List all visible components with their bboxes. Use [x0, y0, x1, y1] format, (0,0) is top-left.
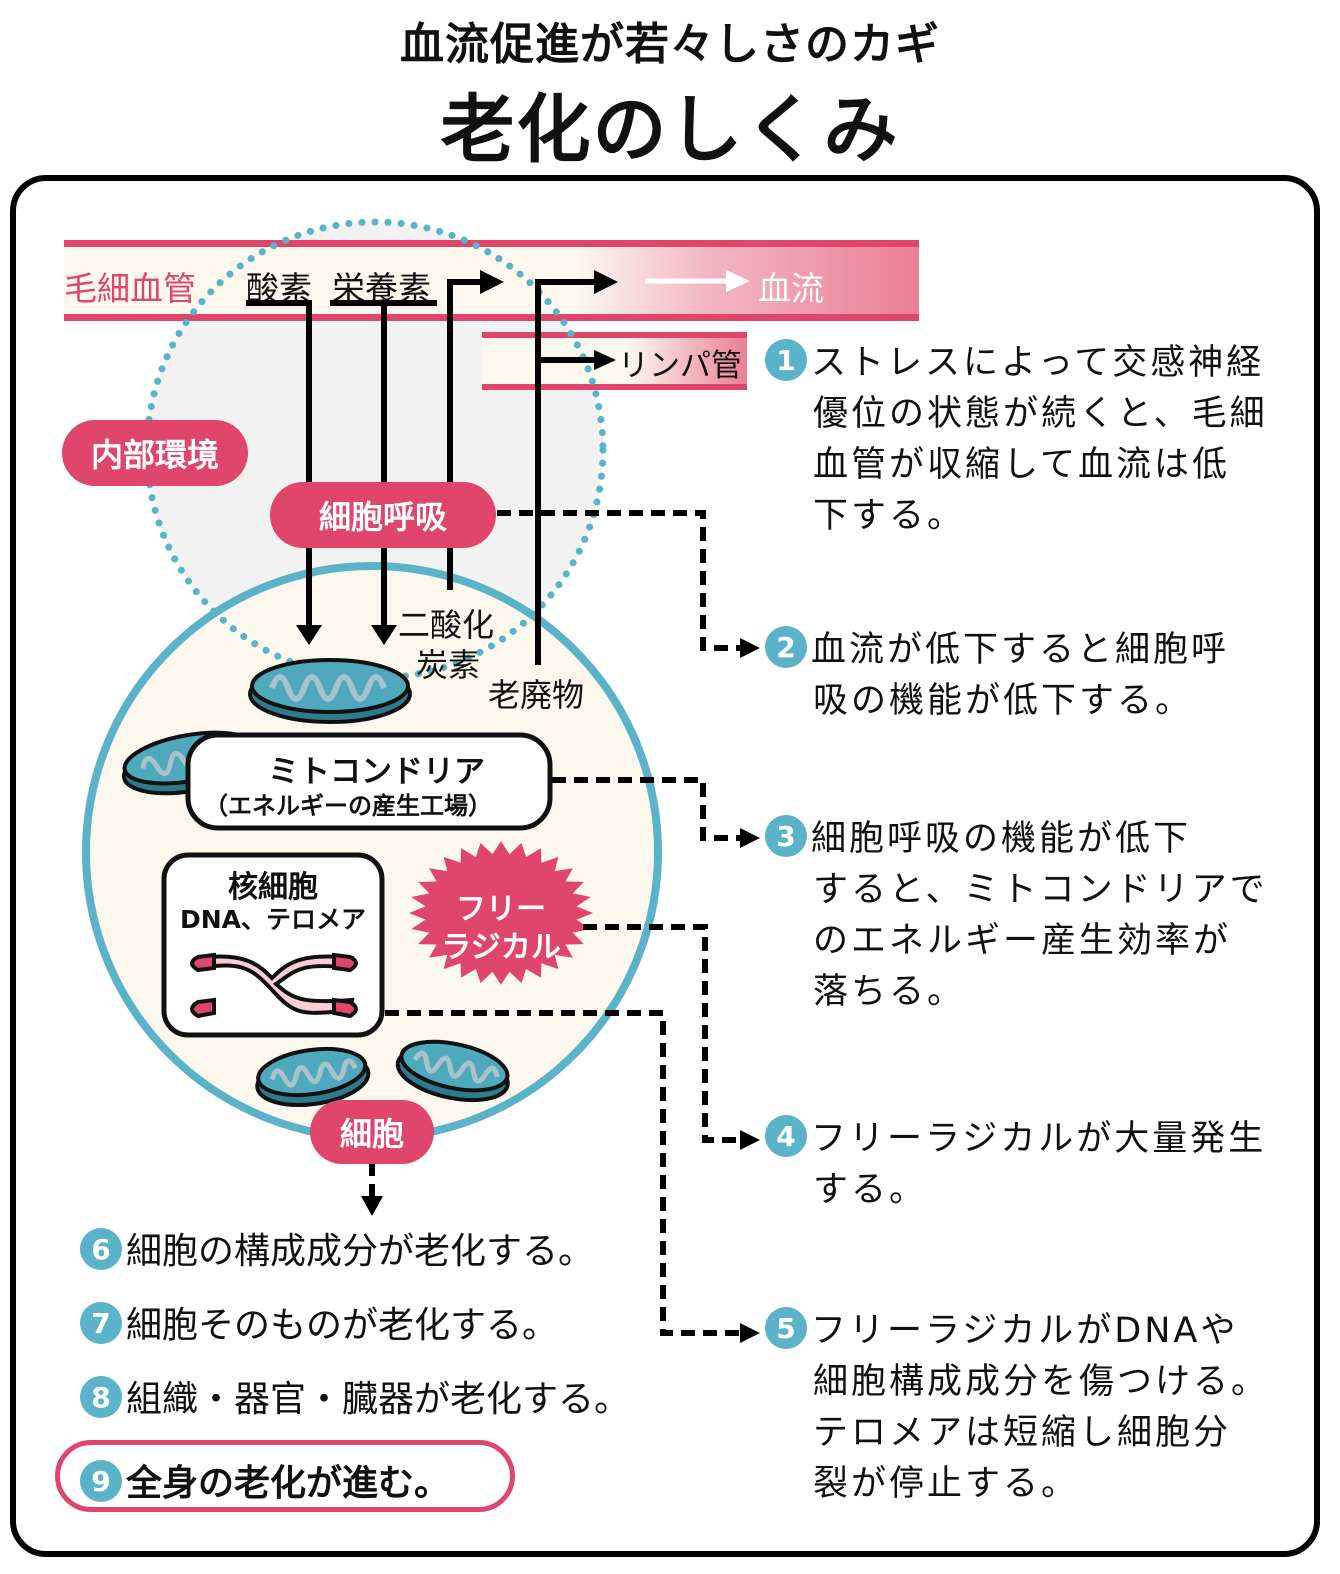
step-number-badge: 5 — [765, 1307, 807, 1349]
step-line: ストレスによって交感神経 — [811, 343, 1265, 383]
page-title: 老化のしくみ — [440, 87, 900, 173]
outcome-number-badge: 6 — [80, 1228, 122, 1270]
chromosome-icon — [196, 954, 355, 1015]
step-line: フリーラジカルがDNAや — [811, 1311, 1239, 1351]
input-arrows — [246, 300, 437, 628]
nucleus-box — [161, 852, 385, 1038]
step-line: 血管が収縮して血流は低 — [813, 445, 1230, 485]
co2-label-line1: 二酸化 — [398, 606, 495, 644]
cell-membrane — [82, 562, 662, 1142]
arrowhead-to-5-icon — [740, 1323, 760, 1343]
mitochondria-sublabel: （エネルギーの産生工場） — [204, 792, 492, 820]
outcome-text: 全身の老化が進む。 — [126, 1463, 451, 1504]
step-number-badge: 3 — [765, 815, 807, 857]
mitochondria-label-box — [185, 732, 553, 831]
step-line: すると、ミトコンドリアで — [813, 870, 1268, 910]
step-line: 血流が低下すると細胞呼 — [811, 630, 1230, 670]
co2-label-line2: 炭素 — [416, 646, 481, 684]
connector-radical-to-4 — [583, 924, 742, 1143]
outcome-number-badge: 9 — [80, 1460, 122, 1502]
outcome-text: 組織・器官・臓器が老化する。 — [126, 1379, 631, 1420]
outcome-text: 細胞そのものが老化する。 — [126, 1305, 559, 1346]
subtitle: 血流促進が若々しさのカギ — [400, 19, 940, 70]
nucleus-sublabel: DNA、テロメア — [179, 905, 367, 934]
waste-arrow — [535, 279, 596, 665]
mitochondrion-icon — [248, 658, 412, 724]
step-number-badge: 2 — [765, 626, 807, 668]
connector-respiration-to-2 — [497, 510, 742, 651]
mitochondrion-icon — [395, 1039, 510, 1103]
free-radical-label-line2: ラジカル — [441, 930, 561, 965]
telomere-caps — [190, 952, 358, 1019]
capillary-vessel — [64, 240, 919, 321]
final-outcome-box — [55, 1440, 515, 1512]
lymph-vessel — [482, 332, 747, 390]
step-line: 吸の機能が低下する。 — [813, 681, 1194, 721]
outcome-text: 細胞の構成成分が老化する。 — [126, 1231, 595, 1272]
arrowhead-to-4-icon — [740, 1130, 760, 1150]
co2-arrowhead-icon — [480, 270, 504, 294]
internal-environment-badge: 内部環境 — [62, 420, 248, 486]
cell-respiration-badge: 細胞呼吸 — [270, 482, 496, 548]
outcome-number-badge: 8 — [80, 1376, 122, 1418]
waste-blood-arrowhead-icon — [594, 270, 618, 294]
capillary-label: 毛細血管 — [64, 269, 196, 308]
waste-label: 老廃物 — [488, 676, 585, 714]
step-line: 落ちる。 — [813, 972, 966, 1012]
blood-flow-label: 血流 — [758, 269, 824, 308]
step-line: 細胞構成成分を傷つける。 — [813, 1362, 1270, 1402]
arrowhead-to-2-icon — [740, 638, 760, 658]
arrowhead-to-3-icon — [740, 828, 760, 848]
step-line: フリーラジカルが大量発生 — [811, 1119, 1267, 1159]
arrowhead-to-outcomes-icon — [361, 1196, 383, 1216]
nutrient-arrowhead-icon — [371, 625, 397, 645]
connector-mitochondria-to-3 — [552, 777, 742, 841]
mitochondrion-icon — [255, 1046, 371, 1107]
step-line: テロメアは短縮し細胞分 — [813, 1413, 1232, 1453]
diagram-frame — [10, 175, 1320, 1557]
step-line: 裂が停止する。 — [813, 1464, 1080, 1504]
step-line: のエネルギー産生効率が — [813, 921, 1232, 961]
mitochondria-label: ミトコンドリア — [268, 754, 485, 790]
outcome-number-badge: 7 — [80, 1302, 122, 1344]
free-radical-label-line1: フリー — [456, 892, 546, 927]
step-line: する。 — [813, 1170, 928, 1210]
oxygen-arrowhead-icon — [296, 625, 322, 645]
lymph-label: リンパ管 — [618, 348, 742, 384]
step-number-badge: 1 — [765, 339, 807, 381]
connector-nucleus-to-5 — [385, 1010, 742, 1336]
step-line: 細胞呼吸の機能が低下 — [811, 819, 1192, 859]
step-number-badge: 4 — [765, 1115, 807, 1157]
step-line: 下する。 — [813, 496, 966, 536]
internal-environment-border — [143, 218, 607, 682]
free-radical-starburst — [409, 841, 593, 985]
nutrient-label: 栄養素 — [332, 269, 431, 308]
cell-badge: 細胞 — [310, 1100, 434, 1164]
oxygen-label: 酸素 — [246, 269, 312, 308]
blood-flow-arrow-icon — [726, 270, 750, 292]
dashed-connectors — [369, 510, 742, 1336]
step-line: 優位の状態が続くと、毛細 — [813, 394, 1268, 434]
nucleus-label: 核細胞 — [228, 870, 318, 905]
waste-lymph-arrowhead-icon — [594, 350, 616, 370]
